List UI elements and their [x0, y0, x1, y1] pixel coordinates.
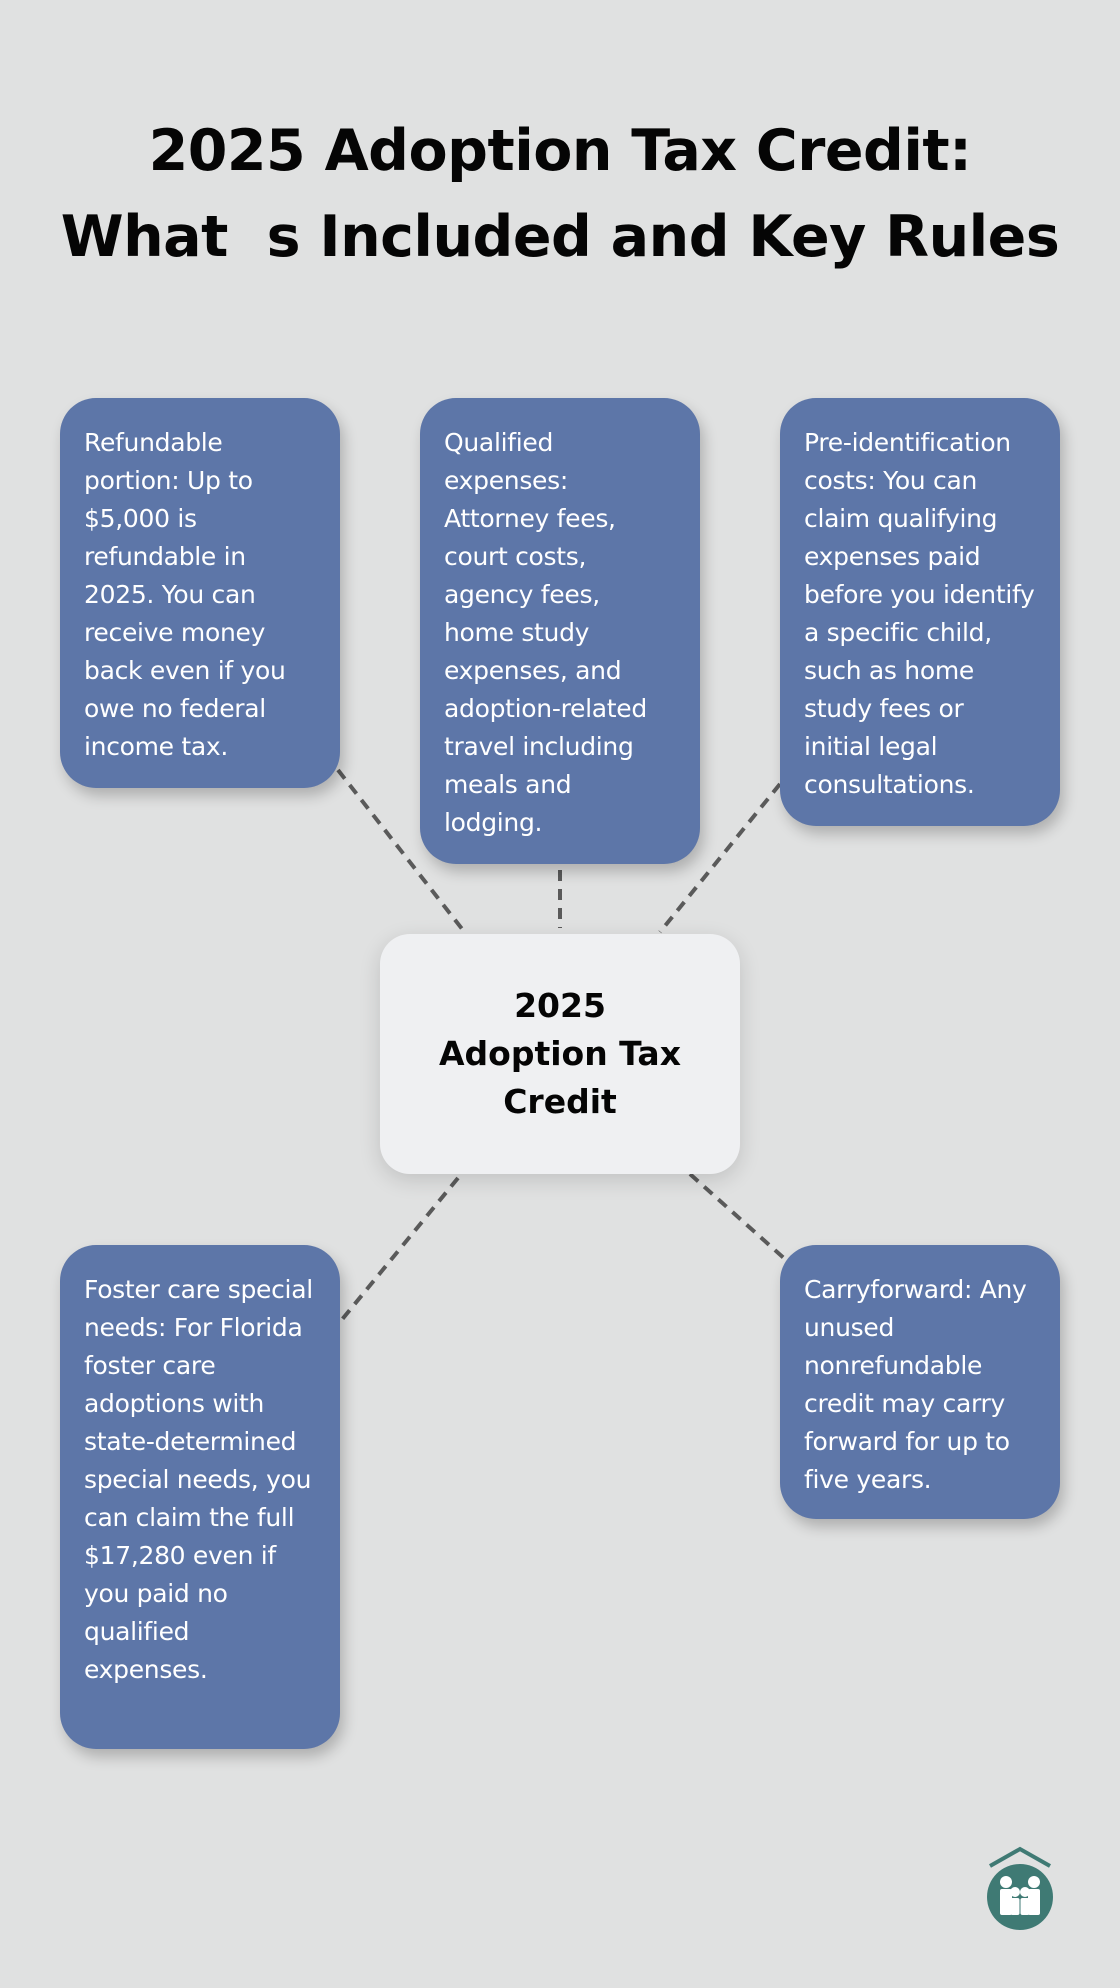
connector-refundable	[336, 768, 468, 936]
card-carryforward: Carryforward: Any unused nonrefundable c…	[780, 1245, 1060, 1519]
family-house-icon	[987, 1846, 1053, 1930]
card-qualified-expenses: Qualified expenses: Attorney fees, court…	[420, 398, 700, 864]
connector-preidentification	[658, 782, 782, 934]
card-text: Qualified expenses: Attorney fees, court…	[444, 428, 647, 837]
card-text: Pre-identification costs: You can claim …	[804, 428, 1035, 799]
card-pre-identification-costs: Pre-identification costs: You can claim …	[780, 398, 1060, 826]
card-refundable-portion: Refundable portion: Up to $5,000 is refu…	[60, 398, 340, 788]
center-label: 2025 Adoption Tax Credit	[438, 986, 681, 1121]
card-text: Carryforward: Any unused nonrefundable c…	[804, 1275, 1027, 1494]
card-text: Foster care special needs: For Florida f…	[84, 1275, 313, 1684]
card-foster-care-special-needs: Foster care special needs: For Florida f…	[60, 1245, 340, 1749]
title-line-2: What s Included and Key Rules	[60, 204, 1060, 270]
page-title: 2025 Adoption Tax Credit: What s Include…	[0, 108, 1120, 280]
title-line-1: 2025 Adoption Tax Credit:	[148, 118, 972, 184]
connector-carryforward	[688, 1172, 788, 1262]
card-text: Refundable portion: Up to $5,000 is refu…	[84, 428, 286, 761]
connector-foster	[338, 1176, 460, 1324]
center-topic-box: 2025 Adoption Tax Credit	[380, 934, 740, 1174]
